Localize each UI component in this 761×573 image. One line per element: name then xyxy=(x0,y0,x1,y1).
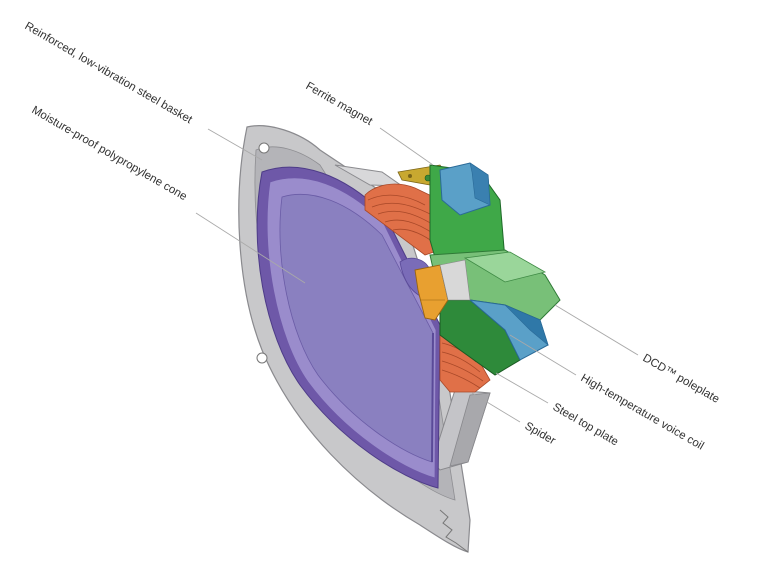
label-magnet: Ferrite magnet xyxy=(304,80,375,128)
basket-cut-edge xyxy=(439,509,469,553)
cone-cut-edge xyxy=(431,332,434,463)
leader-top-plate xyxy=(495,372,549,404)
basket-strut-bottom-face xyxy=(449,392,491,467)
cone-assembly xyxy=(256,166,441,489)
label-spider: Spider xyxy=(523,420,558,447)
leader-magnet xyxy=(379,127,434,166)
leader-poleplate xyxy=(554,304,639,356)
leader-spider xyxy=(471,392,521,423)
label-top-plate: Steel top plate xyxy=(551,401,621,448)
mounting-hole-top xyxy=(258,142,270,154)
leader-voice-coil xyxy=(509,334,577,376)
motor-assembly xyxy=(397,162,561,376)
dcd-poleplate xyxy=(463,251,547,283)
leader-basket xyxy=(207,128,263,161)
leader-cone xyxy=(195,212,306,284)
leader-lines xyxy=(195,127,639,423)
magnetic-gap xyxy=(439,259,471,301)
mounting-hole-bottom xyxy=(256,352,268,364)
cone-face xyxy=(279,193,434,463)
label-poleplate: DCD™ poleplate xyxy=(641,352,722,406)
spider-upper xyxy=(364,183,441,256)
label-cone: Moisture-proof polypropylene cone xyxy=(30,104,189,203)
